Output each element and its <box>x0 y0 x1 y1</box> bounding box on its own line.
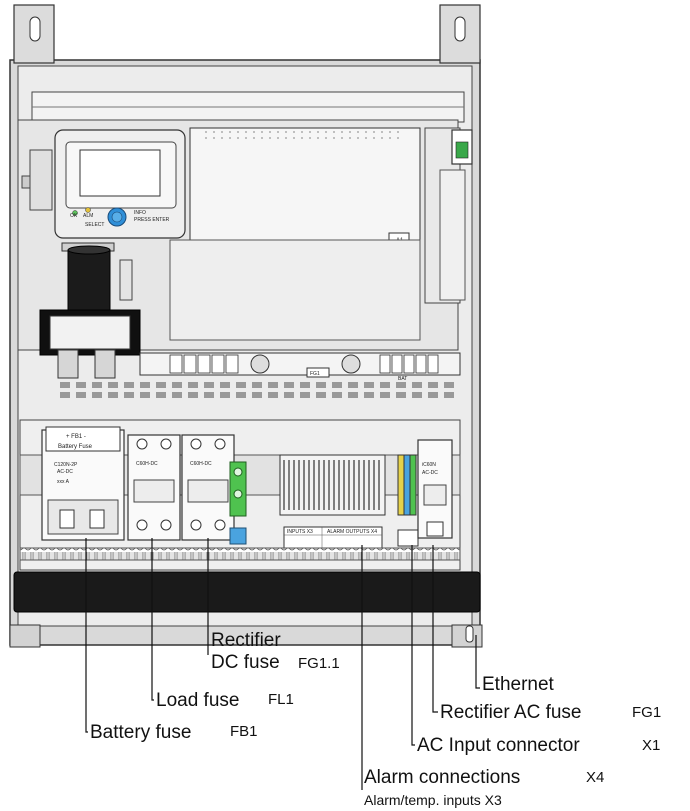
alarm-terminal-block: INPUTS X3 ALARM OUTPUTS X4 <box>279 454 386 550</box>
label-alarm-outputs-x4: ALARM OUTPUTS X4 <box>327 529 377 535</box>
callout-rectifier-dc-fuse-line2: DC fuse <box>211 652 280 673</box>
ac-input-connector-x1 <box>397 454 419 547</box>
label-alm: ALM <box>83 213 93 219</box>
label-battery-breaker-type: AC-DC <box>57 469 73 475</box>
label-inputs-x3: INPUTS X3 <box>287 529 313 535</box>
callout-alarm-connections-ref: X4 <box>586 769 604 786</box>
label-fb1: + FB1 - <box>66 434 86 440</box>
callout-alarm-connections: Alarm connections <box>364 767 520 788</box>
status-led-ok <box>72 210 78 216</box>
mounting-hole-right <box>454 16 466 42</box>
earth-terminal <box>229 461 247 545</box>
label-ok: OK <box>70 213 78 219</box>
label-info: INFO <box>134 210 146 216</box>
callout-rectifier-dc-fuse-ref: FG1.1 <box>298 655 340 672</box>
shunt-cylinder <box>39 242 141 379</box>
label-load2-model: C60H-DC <box>190 461 212 467</box>
label-press-enter: PRESS ENTER <box>134 217 170 223</box>
label-battery-fuse-plate: Battery Fuse <box>58 444 93 450</box>
label-battery-breaker-model: C120N-2P <box>54 462 78 468</box>
callout-rectifier-ac-fuse: Rectifier AC fuse <box>440 702 582 723</box>
status-led-alarm <box>85 207 91 213</box>
rectifier-panel: A1 <box>169 127 473 341</box>
label-ac-breaker-type: AC-DC <box>422 470 438 476</box>
callout-battery-fuse-ref: FB1 <box>230 723 258 740</box>
callout-ac-input-connector: AC Input connector <box>417 735 580 756</box>
controller-unit: OK ALM SELECT INFO PRESS ENTER <box>21 129 186 239</box>
label-select: SELECT <box>85 222 104 228</box>
label-busbar-fg1: FG1 <box>310 371 320 377</box>
callout-rectifier-ac-fuse-ref: FG1 <box>632 704 661 721</box>
mounting-hole-left <box>29 16 41 42</box>
cable-duct <box>13 571 481 613</box>
callout-ac-input-connector-ref: X1 <box>642 737 660 754</box>
label-ac-breaker-model: iC60N <box>422 462 436 468</box>
label-battery-breaker-rating: xxx A <box>57 479 70 485</box>
callout-alarm-temp-inputs: Alarm/temp. inputs X3 <box>364 792 502 808</box>
breaker-load-2[interactable]: C60H-DC <box>181 434 235 541</box>
callout-rectifier-dc-fuse-line1: Rectifier <box>211 630 281 651</box>
breaker-load-1[interactable]: C60H-DC <box>127 434 181 541</box>
cable-comb <box>19 547 461 561</box>
controller-display <box>79 149 161 197</box>
breaker-ac-fg1[interactable]: iC60N AC-DC <box>417 439 453 539</box>
callout-leaders <box>85 538 480 790</box>
label-load1-model: C60H-DC <box>136 461 158 467</box>
callout-load-fuse-ref: FL1 <box>268 691 294 708</box>
label-busbar-bat: BAT <box>398 376 407 382</box>
breaker-battery-fb1[interactable]: + FB1 - Battery Fuse C120N-2P AC-DC xxx … <box>41 426 125 541</box>
callout-load-fuse: Load fuse <box>156 690 239 711</box>
callout-ethernet: Ethernet <box>482 674 555 695</box>
callout-battery-fuse: Battery fuse <box>90 722 191 743</box>
